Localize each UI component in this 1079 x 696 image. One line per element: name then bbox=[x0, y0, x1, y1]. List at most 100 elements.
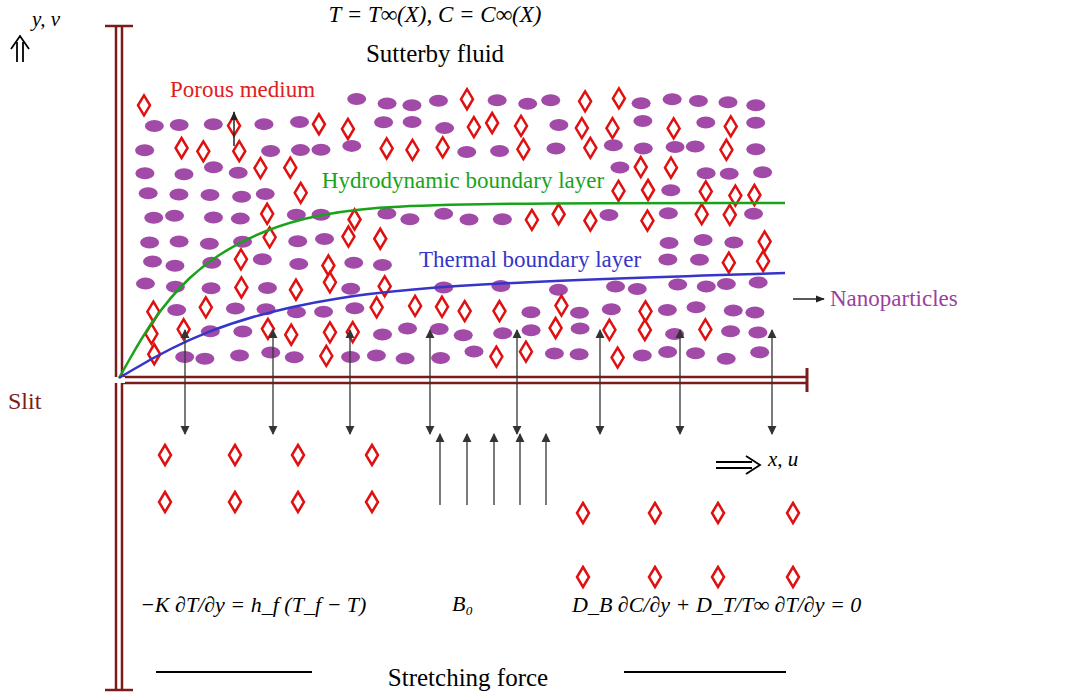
nanoparticle bbox=[400, 213, 419, 225]
porous-diamond bbox=[724, 205, 736, 225]
nanoparticle bbox=[195, 353, 214, 365]
porous-diamond bbox=[261, 204, 273, 224]
nanoparticle bbox=[718, 96, 737, 108]
boundary-equation: D_B ∂C/∂y + D_T/T∞ ∂T/∂y = 0 bbox=[572, 593, 861, 617]
porous-diamond bbox=[381, 138, 393, 158]
porous-diamond bbox=[555, 296, 567, 316]
nanoparticle bbox=[285, 351, 304, 363]
porous-diamond bbox=[486, 113, 498, 133]
nanoparticle bbox=[204, 211, 223, 223]
nanoparticle bbox=[226, 302, 245, 314]
nanoparticle bbox=[403, 116, 422, 128]
nanoparticle bbox=[145, 120, 164, 132]
nanoparticle bbox=[174, 168, 193, 180]
force-label: Stretching force bbox=[388, 664, 548, 692]
porous-diamond bbox=[635, 157, 647, 177]
axis-arrowhead bbox=[11, 36, 29, 49]
porous-diamond bbox=[550, 318, 562, 338]
nanoparticle bbox=[602, 303, 621, 315]
porous-diamond bbox=[285, 325, 297, 345]
nanoparticle bbox=[518, 98, 537, 110]
nanoparticle bbox=[549, 284, 568, 296]
nanoparticle bbox=[724, 237, 743, 249]
nanoparticle bbox=[717, 278, 736, 290]
axis-label: x, u bbox=[768, 448, 798, 471]
nanoparticle bbox=[697, 167, 716, 179]
porous-diamond bbox=[145, 324, 157, 344]
nanoparticle bbox=[434, 208, 453, 220]
nanoparticle bbox=[658, 346, 677, 358]
nanoparticle bbox=[546, 142, 565, 154]
axis-label: y, v bbox=[32, 8, 60, 31]
porous-diamond bbox=[406, 140, 418, 160]
porous-diamond bbox=[262, 319, 274, 339]
sheet-line bbox=[122, 382, 806, 385]
porous-diamond bbox=[229, 492, 241, 512]
nanoparticle bbox=[139, 187, 158, 199]
nanoparticle bbox=[258, 282, 277, 294]
nanoparticle bbox=[378, 98, 397, 110]
boundary-equation: −K ∂T/∂y = h_f (T_f − T) bbox=[140, 593, 366, 617]
nanoparticle bbox=[610, 162, 629, 174]
nanoparticle bbox=[170, 236, 189, 248]
nanoparticle bbox=[430, 323, 449, 335]
nanoparticle bbox=[431, 352, 450, 364]
porous-diamond bbox=[371, 297, 383, 317]
nanoparticle bbox=[136, 278, 155, 290]
porous-diamond bbox=[787, 567, 799, 587]
nanoparticle bbox=[374, 116, 393, 128]
porous-diamond bbox=[138, 95, 150, 115]
nanoparticle bbox=[347, 93, 366, 105]
nanoparticle bbox=[545, 348, 564, 360]
porous-diamond bbox=[320, 346, 332, 366]
nanoparticle bbox=[202, 282, 221, 294]
particle-field bbox=[135, 88, 799, 587]
porous-diamond bbox=[159, 492, 171, 512]
nanoparticle bbox=[261, 346, 280, 358]
wall-line bbox=[121, 26, 124, 690]
porous-diamond bbox=[603, 320, 615, 340]
porous-diamond bbox=[515, 116, 527, 136]
porous-diamond bbox=[712, 567, 724, 587]
nanoparticle bbox=[686, 347, 705, 359]
nanoparticle bbox=[632, 97, 651, 109]
nanoparticle bbox=[687, 301, 706, 313]
porous-diamond bbox=[409, 296, 421, 316]
porous-diamond bbox=[342, 227, 354, 247]
nanoparticle bbox=[661, 184, 680, 196]
porous-diamond bbox=[579, 91, 591, 111]
magnetic-field-arrow bbox=[439, 434, 440, 505]
nanoparticle bbox=[606, 281, 625, 293]
magnetic-field-arrow bbox=[466, 434, 467, 505]
nanoparticle bbox=[634, 142, 653, 154]
porous-diamond bbox=[461, 89, 473, 109]
layer-label: Hydrodynamic boundary layer bbox=[322, 168, 604, 193]
nanoparticle bbox=[628, 283, 647, 295]
porous-diamond bbox=[642, 180, 654, 200]
nanoparticle bbox=[571, 322, 590, 334]
nanoparticle bbox=[165, 260, 184, 272]
porous-diamond bbox=[468, 117, 480, 137]
sheet-line bbox=[119, 376, 806, 379]
nanoparticle bbox=[341, 283, 360, 295]
porous-diamond bbox=[725, 116, 737, 136]
porous-diamond bbox=[366, 445, 378, 465]
porous-diamond bbox=[229, 445, 241, 465]
wall-cap bbox=[105, 25, 133, 28]
wall-line bbox=[115, 26, 118, 690]
porous-diamond bbox=[295, 183, 307, 203]
layer-label: Thermal boundary layer bbox=[419, 247, 641, 272]
fluid-name: Sutterby fluid bbox=[366, 40, 504, 68]
porous-diamond bbox=[759, 232, 771, 252]
porous-diamond bbox=[349, 210, 361, 230]
suction-arrow bbox=[516, 330, 517, 434]
nanoparticle bbox=[200, 189, 219, 201]
porous-diamond bbox=[176, 138, 188, 158]
nanoparticle bbox=[604, 139, 623, 151]
nanoparticle bbox=[666, 141, 685, 153]
nanoparticle bbox=[694, 234, 713, 246]
nanoparticle bbox=[490, 145, 509, 157]
porous-diamond bbox=[254, 158, 266, 178]
nanoparticle bbox=[659, 207, 678, 219]
